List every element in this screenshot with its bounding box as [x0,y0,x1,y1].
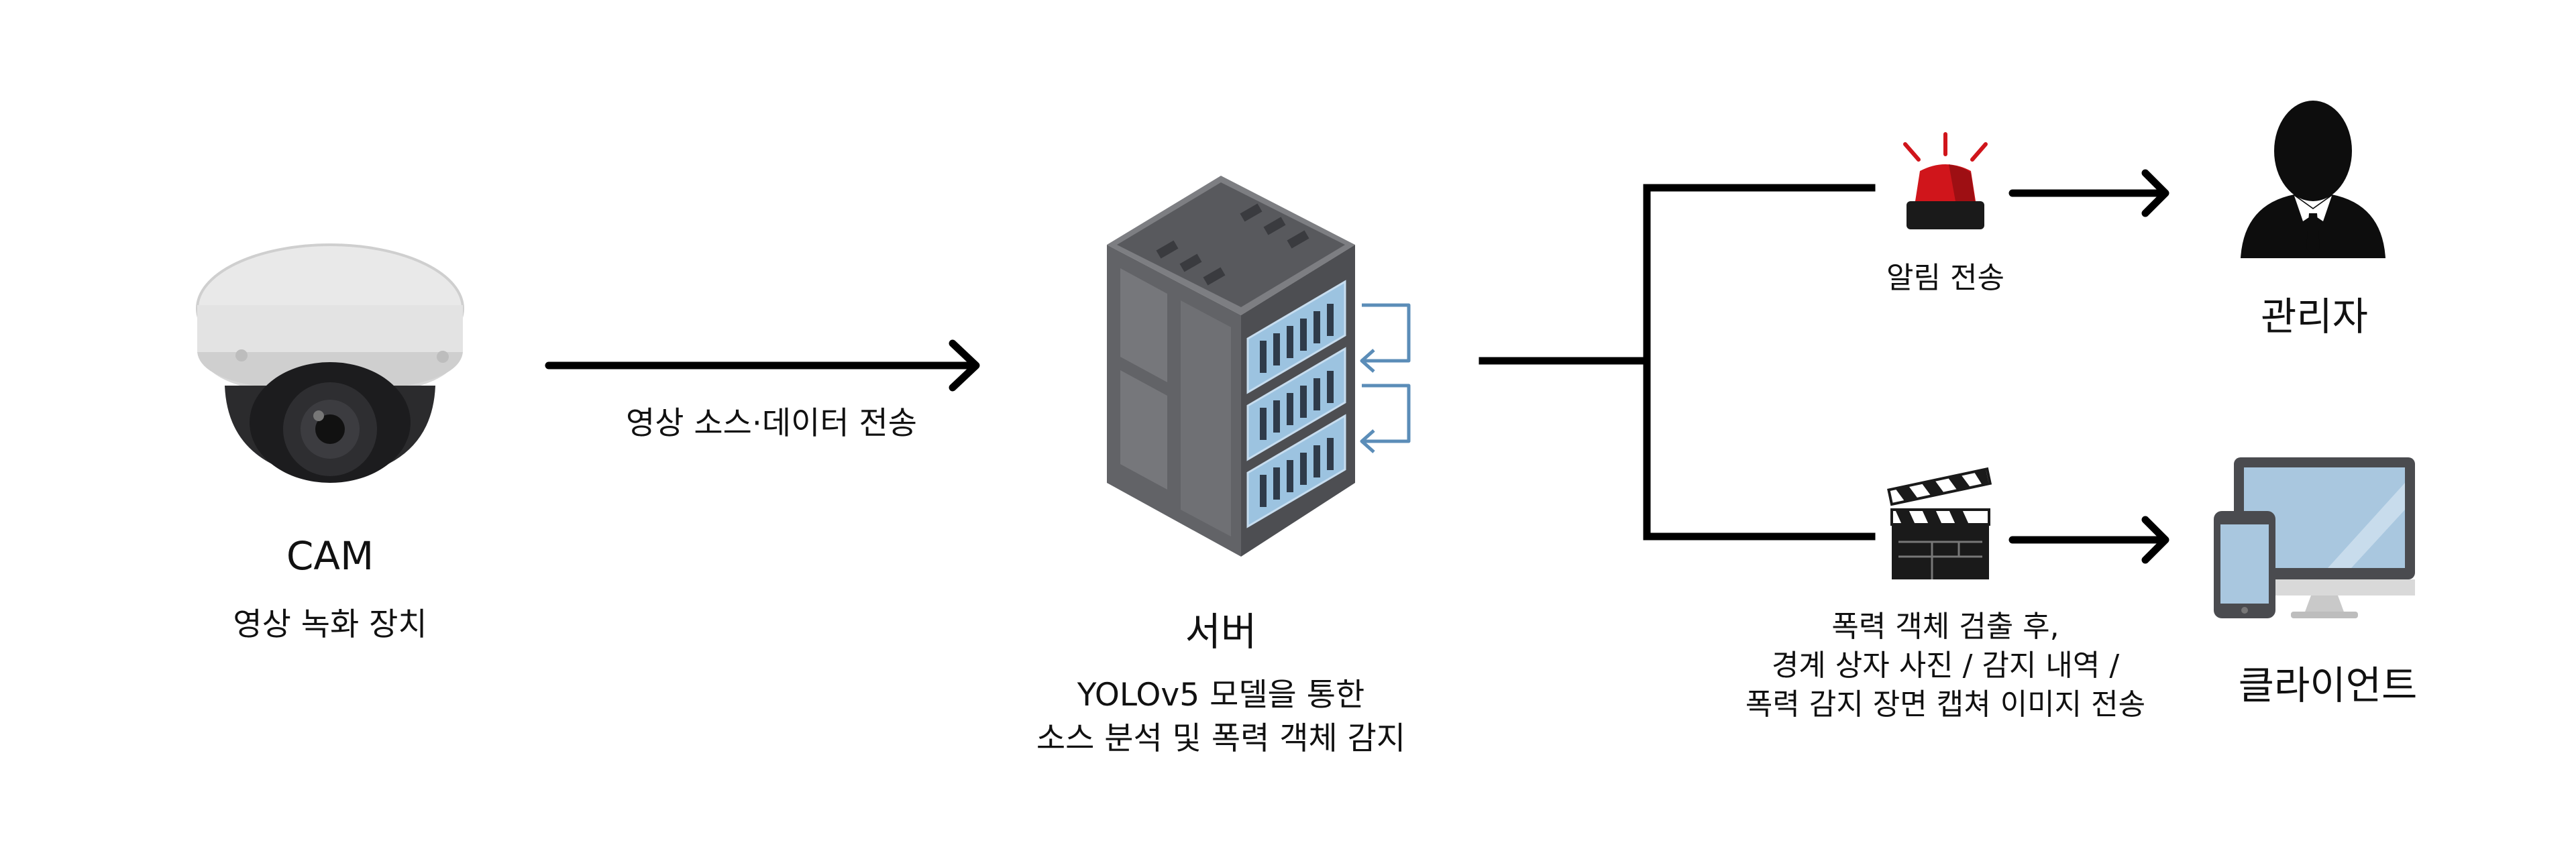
capture-label-line-1: 폭력 객체 검출 후, [1831,610,2059,644]
server-subtitle-line-1: YOLOv5 모델을 통한 [1077,677,1365,714]
clapperboard-icon [1887,467,1992,579]
camera-to-server-arrow [545,339,980,392]
alarm-to-admin-arrow [2008,169,2169,217]
capture-to-client-arrow [2008,516,2169,564]
client-devices-icon [2214,457,2415,618]
server-subtitle-line-2: 소스 분석 및 폭력 객체 감지 [1036,720,1406,757]
capture-label-line-2: 경계 상자 사진 / 감지 내역 / [1771,648,2120,683]
siren-icon [1903,132,1988,229]
camera-subtitle: 영상 녹화 장치 [233,606,427,643]
client-title: 클라이언트 [2238,663,2418,708]
admin-person-icon [2241,101,2385,258]
server-icon [1107,176,1355,557]
camera-title: CAM [286,533,374,579]
camera-icon [196,243,464,483]
branch-connector [1479,184,1876,541]
capture-label-line-3: 폭력 감지 장면 캡쳐 이미지 전송 [1745,687,2146,722]
camera-to-server-label: 영상 소스·데이터 전송 [626,405,917,442]
alarm-label: 알림 전송 [1886,261,2004,295]
server-title: 서버 [1185,609,1257,655]
data-flow-arrows [1360,303,1411,453]
admin-title: 관리자 [2260,294,2369,339]
